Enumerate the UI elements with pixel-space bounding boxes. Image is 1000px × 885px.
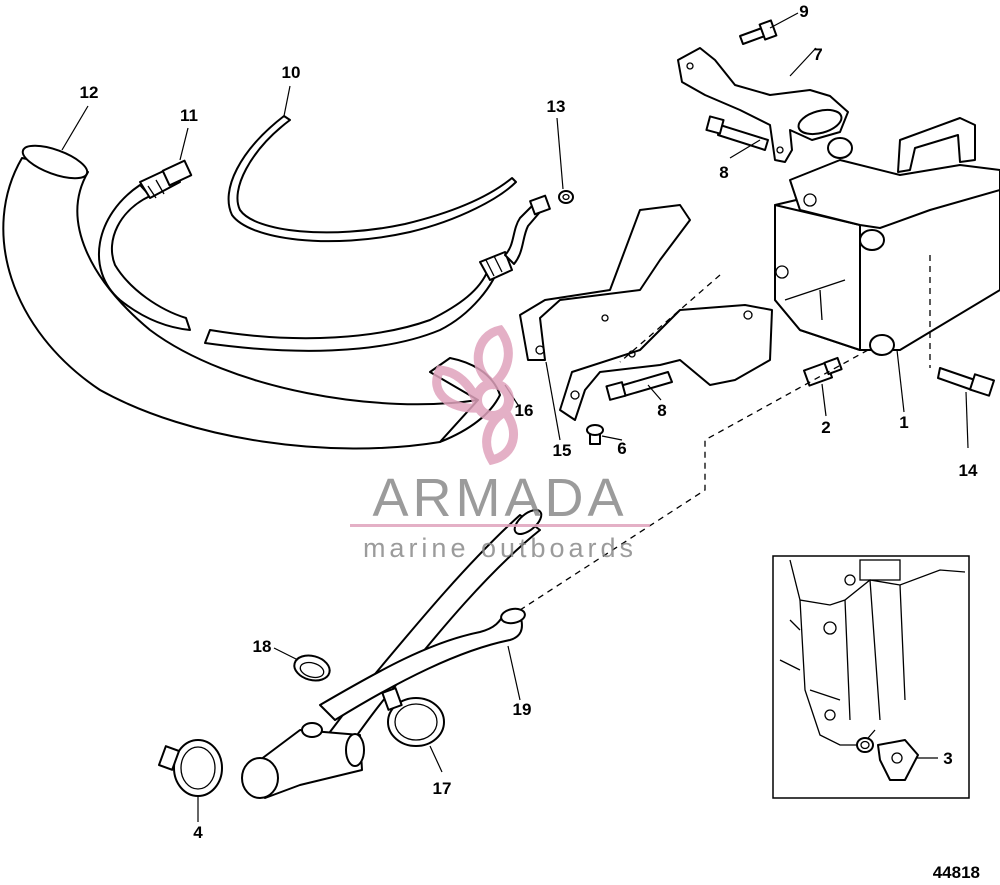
watermark-tagline: marine outboards — [363, 533, 637, 563]
callout-7: 7 — [813, 45, 822, 64]
alignment-lines — [519, 255, 931, 611]
callout-3: 3 — [943, 749, 952, 768]
callout-16: 16 — [515, 401, 534, 420]
o-ring — [558, 190, 574, 204]
bolt-long — [937, 367, 995, 397]
mount-bracket — [677, 47, 849, 163]
callouts: 1 2 3 4 6 7 8 8 9 10 11 12 13 14 15 16 1… — [80, 2, 978, 842]
callout-8-upper: 8 — [719, 163, 728, 182]
watermark-brand: ARMADA — [372, 468, 627, 528]
clamp-large — [158, 739, 223, 797]
housing-main — [774, 117, 1000, 356]
bolt-top — [739, 19, 778, 45]
watermark: ARMADA marine outboards — [350, 325, 650, 563]
callout-10: 10 — [282, 63, 301, 82]
bracket-upper — [519, 204, 691, 361]
clamp-small — [293, 654, 331, 682]
y-hose — [241, 509, 543, 799]
clamp-medium — [381, 687, 445, 747]
bracket-lower — [559, 304, 773, 421]
callout-4: 4 — [193, 823, 203, 842]
detail-inset — [772, 555, 970, 799]
hose-large — [2, 144, 501, 450]
callout-19: 19 — [513, 700, 532, 719]
plug — [586, 424, 604, 445]
watermark-underline — [350, 524, 650, 527]
callout-1: 1 — [899, 413, 908, 432]
fitting — [802, 356, 843, 387]
bolt-upper — [705, 115, 769, 151]
callout-17: 17 — [433, 779, 452, 798]
callout-12: 12 — [80, 83, 99, 102]
callout-15: 15 — [553, 441, 572, 460]
callout-13: 13 — [547, 97, 566, 116]
callout-14: 14 — [959, 461, 978, 480]
tube-thin — [227, 115, 517, 243]
leader-lines — [61, 12, 969, 822]
hose-with-fitting — [98, 159, 551, 352]
figure-number: 44818 — [933, 863, 980, 882]
propeller-logo — [432, 325, 518, 466]
bolt-lower — [605, 371, 673, 401]
callout-9: 9 — [799, 2, 808, 21]
callout-18: 18 — [253, 637, 272, 656]
callout-2: 2 — [821, 418, 830, 437]
callout-11: 11 — [180, 106, 198, 125]
callout-6: 6 — [617, 439, 626, 458]
callout-8-lower: 8 — [657, 401, 666, 420]
